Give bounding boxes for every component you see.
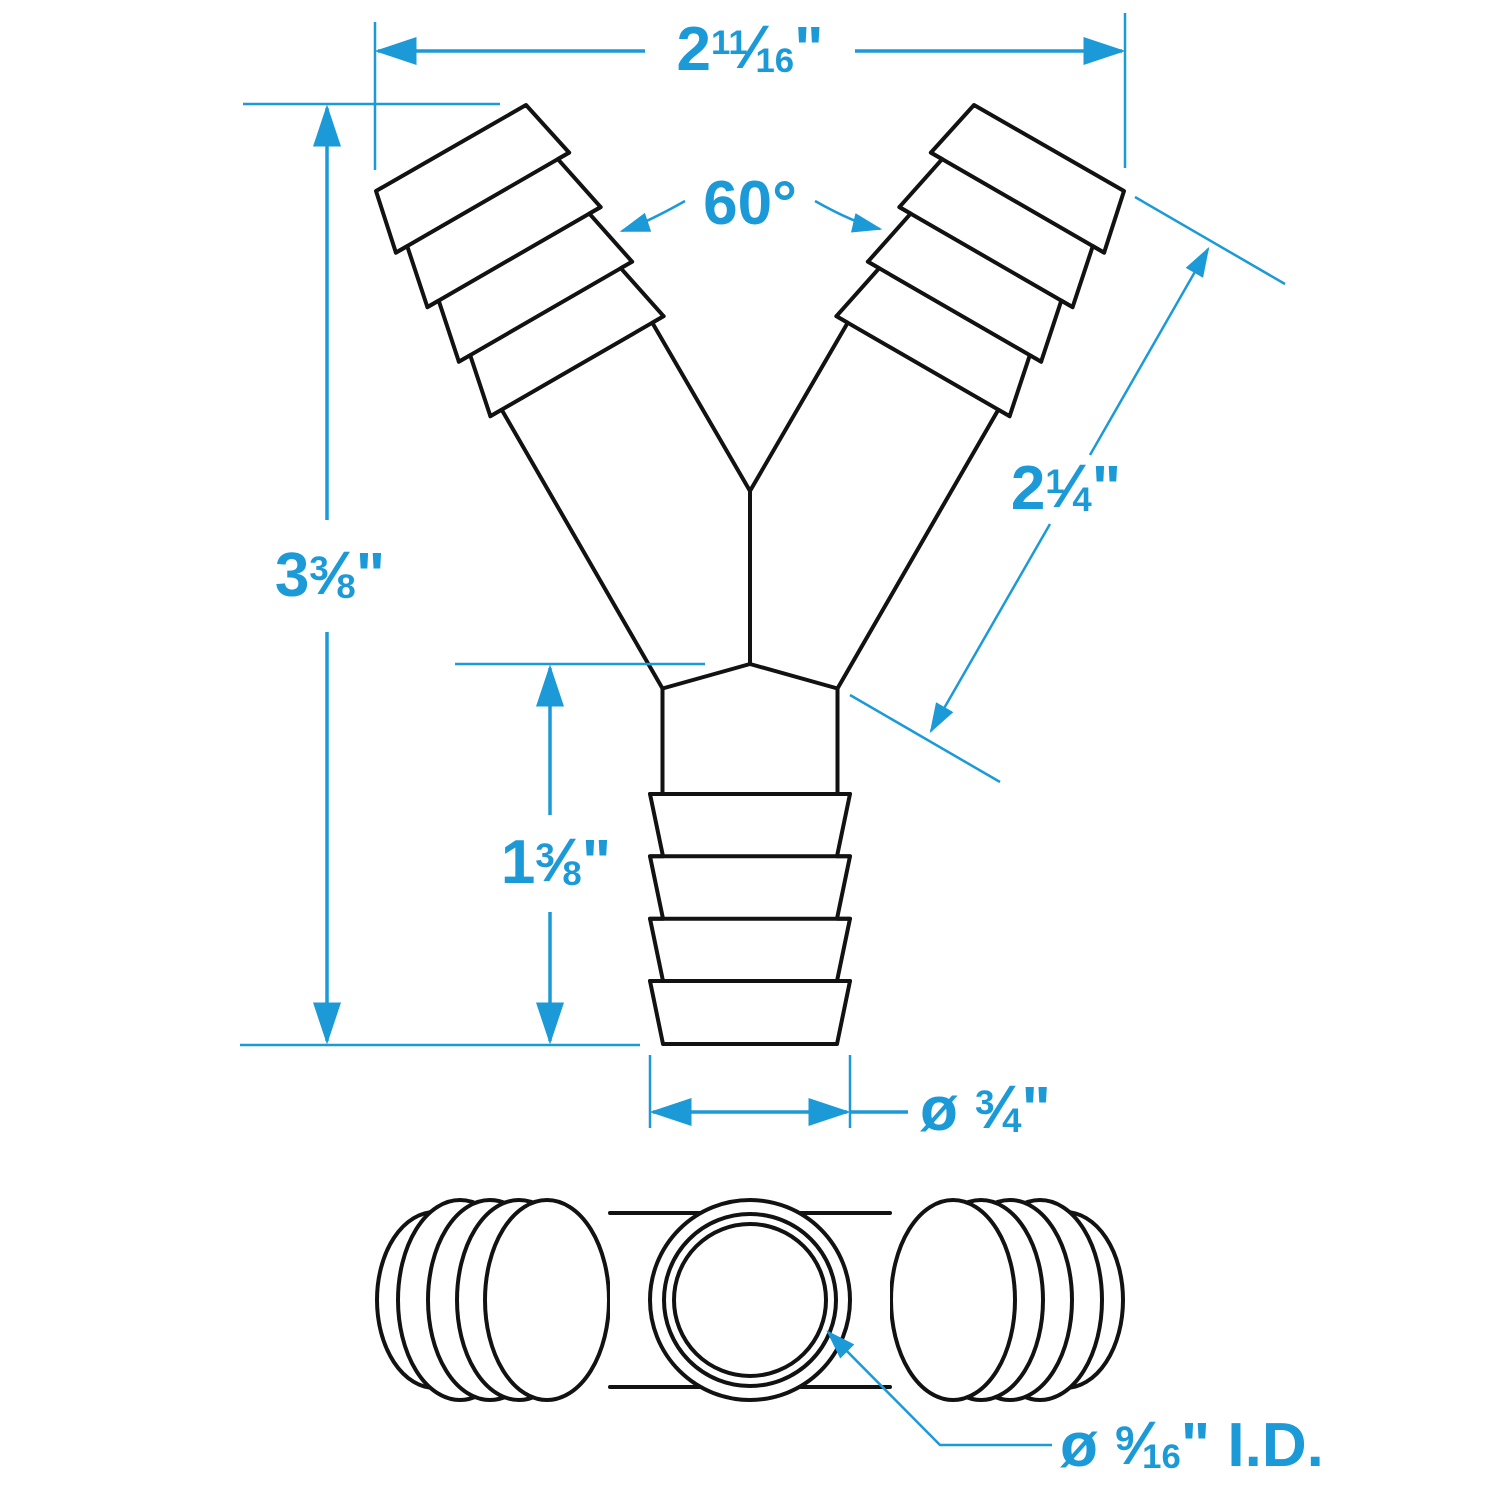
fraction-denominator: 16 [1142, 1438, 1181, 1477]
fraction-slash: ⁄ [328, 539, 339, 608]
right-barb-ellipse-stack [889, 1198, 1125, 1402]
label-whole: 2 [676, 15, 712, 84]
stem-barb-ridge-lines [648, 792, 852, 983]
fraction-slash: ⁄ [1064, 452, 1075, 521]
fraction-numerator: 1 [1045, 463, 1065, 502]
dimension-annotations [240, 13, 1286, 1447]
left-barb-ellipse-stack [375, 1198, 611, 1402]
angle-arc-left [619, 199, 686, 233]
diameter-symbol: ø [920, 1075, 976, 1144]
y-fitting-bottom-view [375, 1198, 1125, 1402]
left-arm-barb-ridge-lines [393, 150, 666, 419]
y-fitting-junction-edges [660, 489, 840, 691]
right-arm-barb-ridge-lines [834, 150, 1107, 419]
fraction-slash: ⁄ [1134, 1409, 1144, 1478]
bore-circle [672, 1222, 828, 1378]
label-whole: 3 [274, 541, 310, 610]
label-suffix: " [1021, 1075, 1051, 1144]
dimension-label-outer-diameter: ø 3⁄4" [920, 1077, 1051, 1141]
y-fitting-silhouette [374, 103, 1126, 1046]
fraction-denominator: 4 [1002, 1102, 1022, 1141]
label-whole: 2 [1010, 454, 1046, 523]
label-suffix: " [581, 828, 612, 897]
dimension-label-inner-diameter: ø 9⁄16" I.D. [1060, 1413, 1324, 1477]
dimension-label-width: 211⁄16" [677, 17, 824, 81]
fraction-numerator: 9 [1115, 1420, 1135, 1459]
dimension-label-angle: 60° [703, 173, 797, 235]
label-suffix: " [1091, 454, 1122, 523]
extension-lines [240, 13, 1286, 1128]
label-suffix: " [355, 541, 386, 610]
fraction-numerator: 3 [975, 1084, 995, 1123]
label-whole: 1 [500, 828, 536, 897]
fraction-denominator: 16 [755, 42, 795, 81]
diameter-symbol: ø [1060, 1411, 1116, 1480]
fraction-denominator: 8 [336, 568, 356, 607]
arm-dim-line-lower [929, 523, 1052, 734]
fraction-denominator: 4 [1072, 481, 1092, 520]
fraction-numerator: 3 [535, 837, 555, 876]
label-suffix: " I.D. [1180, 1411, 1324, 1480]
dimension-label-arm-length: 21⁄4" [1011, 456, 1121, 520]
fraction-slash: ⁄ [747, 13, 758, 82]
fraction-slash: ⁄ [554, 826, 565, 895]
label-suffix: " [794, 15, 824, 84]
fraction-denominator: 8 [562, 855, 582, 894]
y-fitting-front-view [374, 103, 1126, 1046]
fraction-numerator: 3 [309, 550, 329, 589]
label-whole: 60° [703, 169, 797, 238]
dimension-label-overall-height: 33⁄8" [275, 543, 385, 607]
stem-end-rings [648, 1198, 852, 1402]
arm-dim-line-upper [1088, 246, 1210, 456]
angle-arc-right [814, 199, 883, 233]
dimension-label-stem-height: 13⁄8" [501, 830, 611, 894]
id-leader-line [826, 1330, 1052, 1447]
fraction-slash: ⁄ [994, 1073, 1004, 1142]
fraction-numerator: 11 [711, 24, 748, 63]
